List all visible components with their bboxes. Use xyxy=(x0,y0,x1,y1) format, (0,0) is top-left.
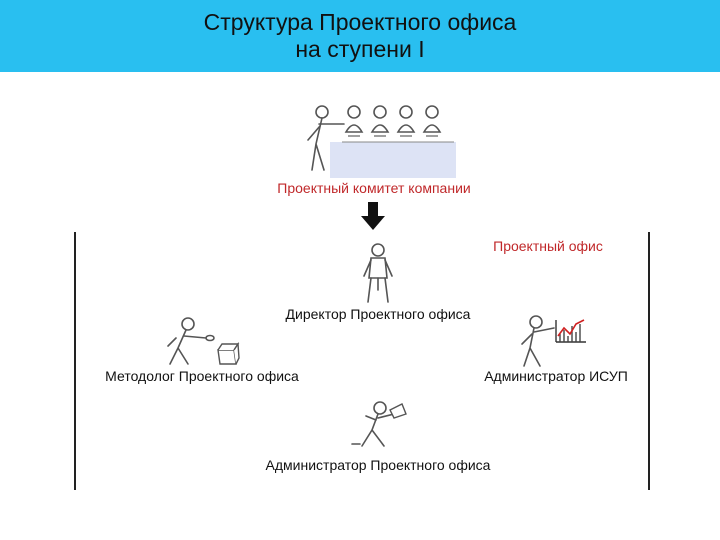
office-boundary-left xyxy=(74,232,76,490)
committee-figures-icon xyxy=(307,105,456,178)
person-running-icon xyxy=(351,401,407,447)
isup-admin-label: Администратор ИСУП xyxy=(484,368,628,384)
committee-illustration xyxy=(286,100,466,182)
arrow-down-icon xyxy=(361,202,385,230)
office-admin-figure xyxy=(350,396,410,450)
methodologist-figure xyxy=(166,316,240,368)
person-standing-icon xyxy=(363,243,393,303)
methodologist-label: Методолог Проектного офиса xyxy=(105,368,299,384)
title-bar: Структура Проектного офиса на ступени I xyxy=(0,0,720,72)
slide-title-line-1: Структура Проектного офиса xyxy=(203,9,517,35)
person-with-chart-icon xyxy=(521,315,586,367)
director-label: Директор Проектного офиса xyxy=(285,306,471,322)
slide-title-line-2: на ступени I xyxy=(295,36,425,62)
person-with-box-icon xyxy=(167,317,240,365)
committee-label: Проектный комитет компании xyxy=(277,180,471,196)
office-boundary-right xyxy=(648,232,650,490)
down-arrow xyxy=(361,202,385,230)
director-figure xyxy=(360,242,396,304)
office-admin-label: Администратор Проектного офиса xyxy=(265,457,491,473)
office-label: Проектный офис xyxy=(493,238,603,254)
isup-admin-figure xyxy=(516,314,588,368)
